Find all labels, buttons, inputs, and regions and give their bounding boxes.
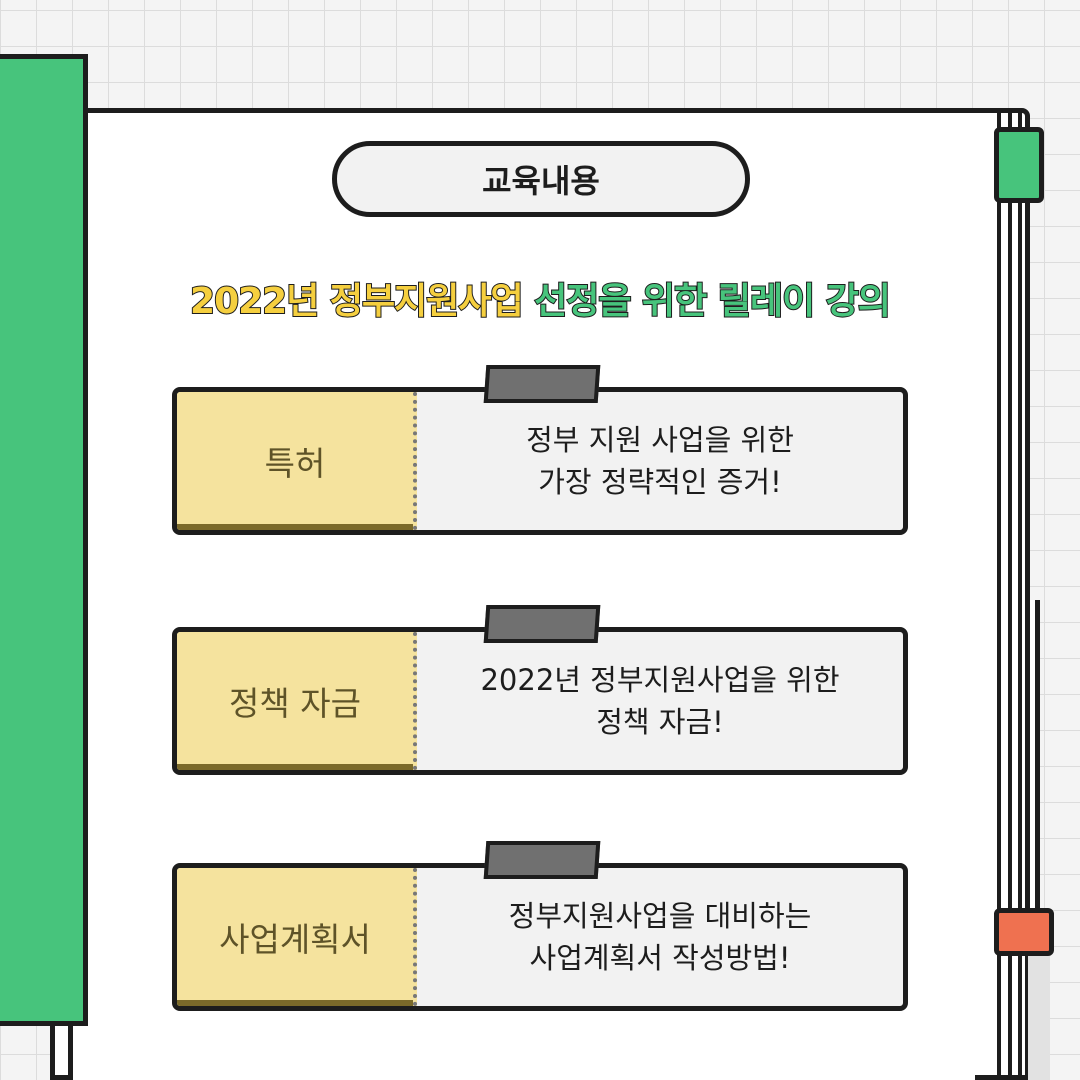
tape-strip — [483, 841, 601, 879]
card-description: 정부지원사업을 대비하는 사업계획서 작성방법! — [417, 868, 903, 1006]
card-description-line: 2022년 정부지원사업을 위한 — [480, 663, 840, 697]
subtitle-part-1: 2022년 정부지원사업 — [189, 280, 525, 323]
page-edge-line — [1008, 108, 1012, 1080]
page-edge-line — [997, 108, 1001, 1080]
course-card-patent: 특허 정부 지원 사업을 위한 가장 정략적인 증거! — [172, 387, 908, 535]
tape-strip — [483, 365, 601, 403]
page-stack-shadow — [1028, 940, 1050, 1080]
subtitle: 2022년 정부지원사업 선정을 위한 릴레이 강의 — [0, 272, 1080, 324]
card-label: 사업계획서 — [177, 868, 417, 1006]
card-description: 정부 지원 사업을 위한 가장 정략적인 증거! — [417, 392, 903, 530]
card-description-line: 정부 지원 사업을 위한 — [526, 423, 794, 457]
subtitle-part-2: 선정을 위한 릴레이 강의 — [533, 280, 892, 323]
green-bookmark-tab — [994, 127, 1044, 203]
card-description-line: 가장 정략적인 증거! — [538, 465, 782, 499]
card-label: 정책 자금 — [177, 632, 417, 770]
notebook-cover — [0, 54, 88, 1026]
orange-bookmark-tab — [994, 908, 1054, 956]
course-card-policy-fund: 정책 자금 2022년 정부지원사업을 위한 정책 자금! — [172, 627, 908, 775]
card-description-line: 정부지원사업을 대비하는 — [508, 899, 812, 933]
card-description: 2022년 정부지원사업을 위한 정책 자금! — [417, 632, 903, 770]
card-description-line: 정책 자금! — [596, 705, 724, 739]
course-card-business-plan: 사업계획서 정부지원사업을 대비하는 사업계획서 작성방법! — [172, 863, 908, 1011]
tape-strip — [483, 605, 601, 643]
card-description-line: 사업계획서 작성방법! — [529, 941, 791, 975]
section-title: 교육내용 — [332, 141, 750, 217]
page-edge-line — [1018, 108, 1022, 1080]
card-label: 특허 — [177, 392, 417, 530]
